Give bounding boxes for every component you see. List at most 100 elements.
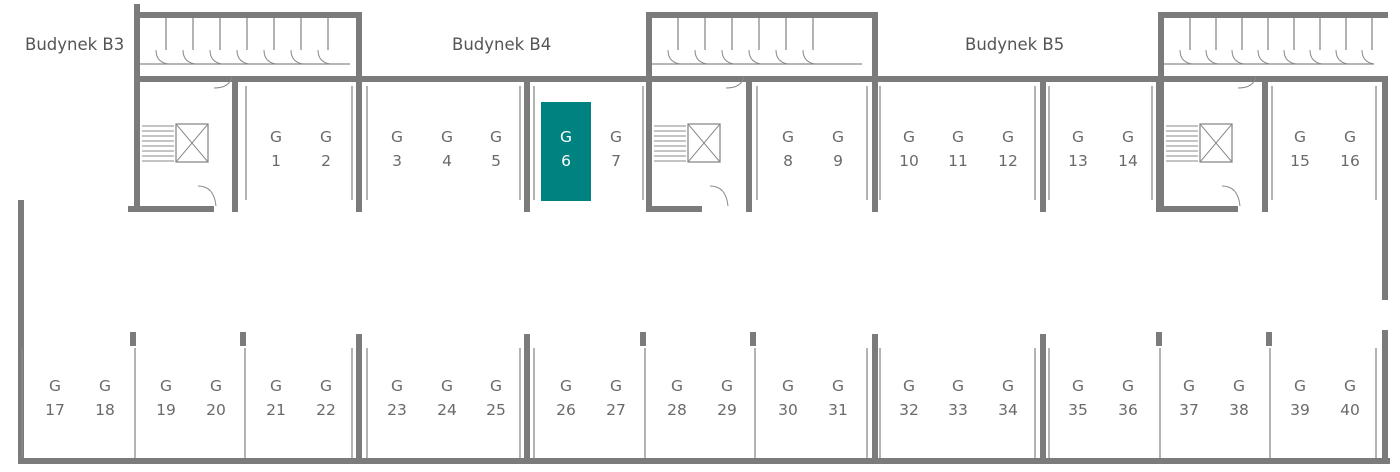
parking-spot-24[interactable]: G24	[423, 350, 471, 450]
spot-number-label: 40	[1340, 401, 1360, 419]
spot-dividers	[21, 86, 1377, 458]
wall-segment	[1156, 82, 1162, 212]
parking-spot-40[interactable]: G40	[1326, 350, 1374, 450]
wall-segment	[746, 82, 752, 212]
parking-spot-39[interactable]: G39	[1276, 350, 1324, 450]
door-swing	[317, 49, 331, 65]
parking-spot-7[interactable]: G7	[592, 100, 640, 200]
parking-spot-8[interactable]: G8	[764, 100, 812, 200]
parking-spot-16[interactable]: G16	[1326, 100, 1374, 200]
parking-spot-9[interactable]: G9	[814, 100, 862, 200]
parking-spot-4[interactable]: G4	[423, 100, 471, 200]
spot-prefix-label: G	[490, 128, 502, 146]
spot-number-label: 29	[717, 401, 737, 419]
wall-segment	[18, 458, 1390, 464]
parking-spot-14[interactable]: G14	[1104, 100, 1152, 200]
parking-spot-15[interactable]: G15	[1276, 100, 1324, 200]
spot-hit-area[interactable]	[1165, 350, 1213, 450]
parking-spot-27[interactable]: G27	[592, 350, 640, 450]
parking-spot-23[interactable]: G23	[373, 350, 421, 450]
spot-hit-area[interactable]	[423, 350, 471, 450]
spot-number-label: 5	[491, 152, 501, 170]
parking-spot-3[interactable]: G3	[373, 100, 421, 200]
spot-hit-area[interactable]	[592, 100, 640, 200]
spot-hit-area[interactable]	[885, 350, 933, 450]
parking-spot-11[interactable]: G11	[934, 100, 982, 200]
door-swing	[802, 49, 816, 65]
spot-hit-area[interactable]	[542, 100, 590, 200]
parking-spot-37[interactable]: G37	[1165, 350, 1213, 450]
parking-spot-35[interactable]: G35	[1054, 350, 1102, 450]
parking-spot-36[interactable]: G36	[1104, 350, 1152, 450]
spot-hit-area[interactable]	[373, 100, 421, 200]
parking-spot-25[interactable]: G25	[472, 350, 520, 450]
spot-hit-area[interactable]	[984, 350, 1032, 450]
parking-spot-1[interactable]: G1	[252, 100, 300, 200]
parking-spot-12[interactable]: G12	[984, 100, 1032, 200]
spot-hit-area[interactable]	[1104, 350, 1152, 450]
spot-hit-area[interactable]	[542, 350, 590, 450]
spot-hit-area[interactable]	[302, 100, 350, 200]
parking-spot-22[interactable]: G22	[302, 350, 350, 450]
parking-spot-34[interactable]: G34	[984, 350, 1032, 450]
parking-spot-28[interactable]: G28	[653, 350, 701, 450]
spot-hit-area[interactable]	[252, 350, 300, 450]
spot-hit-area[interactable]	[814, 100, 862, 200]
parking-spot-38[interactable]: G38	[1215, 350, 1263, 450]
spot-hit-area[interactable]	[252, 100, 300, 200]
parking-spot-21[interactable]: G21	[252, 350, 300, 450]
spot-hit-area[interactable]	[1215, 350, 1263, 450]
spot-hit-area[interactable]	[653, 350, 701, 450]
door-swing	[1205, 49, 1219, 65]
spot-hit-area[interactable]	[1276, 350, 1324, 450]
elevator-shaft	[687, 123, 721, 163]
parking-spot-31[interactable]: G31	[814, 350, 862, 450]
spot-hit-area[interactable]	[1054, 350, 1102, 450]
parking-spot-13[interactable]: G13	[1054, 100, 1102, 200]
wall-segment	[646, 206, 702, 212]
parking-spot-2[interactable]: G2	[302, 100, 350, 200]
parking-spot-29[interactable]: G29	[703, 350, 751, 450]
spot-hit-area[interactable]	[472, 350, 520, 450]
parking-spot-33[interactable]: G33	[934, 350, 982, 450]
parking-spot-17[interactable]: G17	[31, 350, 79, 450]
spot-number-label: 20	[206, 401, 226, 419]
parking-spot-5[interactable]: G5	[472, 100, 520, 200]
spot-number-label: 33	[948, 401, 968, 419]
parking-spot-32[interactable]: G32	[885, 350, 933, 450]
spot-hit-area[interactable]	[764, 100, 812, 200]
spot-hit-area[interactable]	[934, 350, 982, 450]
spot-hit-area[interactable]	[1326, 350, 1374, 450]
stair-core	[140, 18, 350, 207]
spot-hit-area[interactable]	[703, 350, 751, 450]
spot-prefix-label: G	[391, 377, 403, 395]
spot-hit-area[interactable]	[934, 100, 982, 200]
spot-hit-area[interactable]	[31, 350, 79, 450]
parking-spot-6[interactable]: G6	[541, 100, 591, 201]
spot-hit-area[interactable]	[885, 100, 933, 200]
spot-number-label: 21	[266, 401, 286, 419]
spot-hit-area[interactable]	[373, 350, 421, 450]
spot-hit-area[interactable]	[1054, 100, 1102, 200]
spot-hit-area[interactable]	[192, 350, 240, 450]
parking-spot-30[interactable]: G30	[764, 350, 812, 450]
spot-hit-area[interactable]	[1276, 100, 1324, 200]
parking-spot-19[interactable]: G19	[142, 350, 190, 450]
parking-spot-26[interactable]: G26	[542, 350, 590, 450]
spot-hit-area[interactable]	[302, 350, 350, 450]
spot-hit-area[interactable]	[142, 350, 190, 450]
spot-hit-area[interactable]	[984, 100, 1032, 200]
wall-segment	[356, 82, 362, 212]
spot-hit-area[interactable]	[814, 350, 862, 450]
parking-spot-10[interactable]: G10	[885, 100, 933, 200]
spot-hit-area[interactable]	[1326, 100, 1374, 200]
spot-hit-area[interactable]	[472, 100, 520, 200]
spot-hit-area[interactable]	[592, 350, 640, 450]
spot-hit-area[interactable]	[81, 350, 129, 450]
spot-hit-area[interactable]	[423, 100, 471, 200]
spot-hit-area[interactable]	[1104, 100, 1152, 200]
wall-segment	[1158, 206, 1238, 212]
parking-spot-18[interactable]: G18	[81, 350, 129, 450]
parking-spot-20[interactable]: G20	[192, 350, 240, 450]
spot-hit-area[interactable]	[764, 350, 812, 450]
